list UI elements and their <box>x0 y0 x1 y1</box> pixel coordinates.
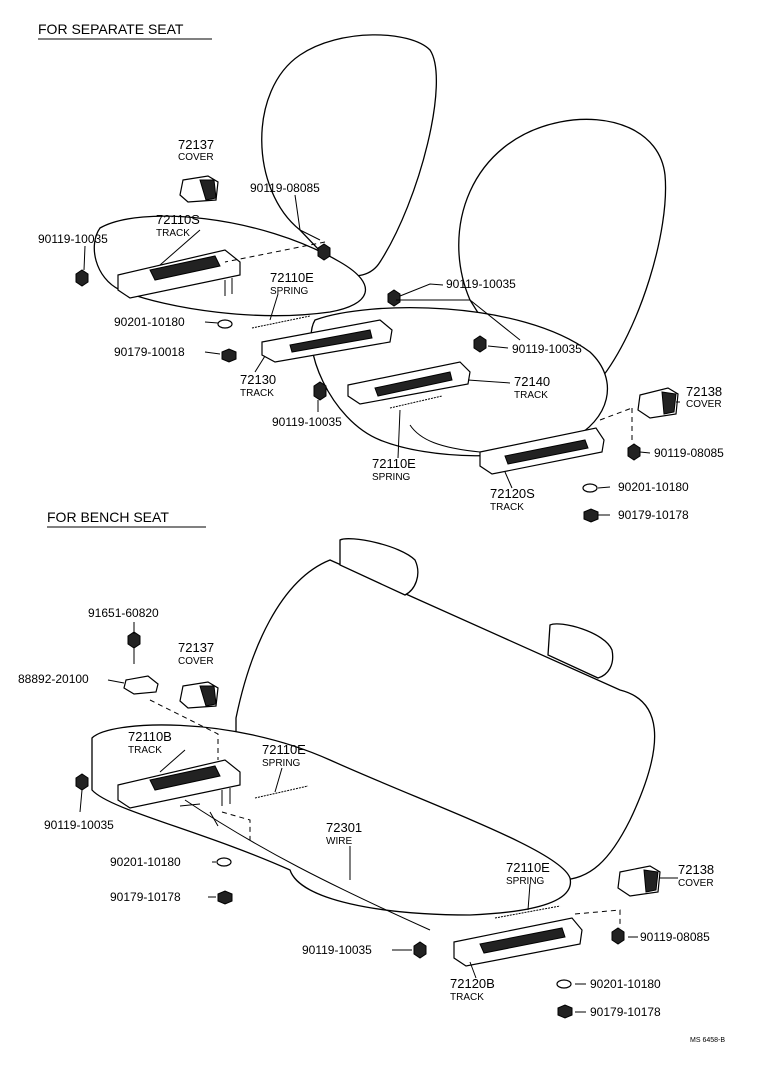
label-spring-72110e-b: 72110E SPRING <box>372 456 416 483</box>
part-name: COVER <box>686 399 722 410</box>
label-track-72120b: 72120B TRACK <box>450 976 495 1003</box>
part-name: SPRING <box>506 876 545 887</box>
part-number: 72110E <box>506 860 550 875</box>
bracket-20100-shape <box>123 675 159 695</box>
part-number: 72138 <box>678 862 714 877</box>
label-track-72130: 72130 TRACK <box>240 372 276 399</box>
part-name: WIRE <box>326 836 352 847</box>
part-name: TRACK <box>128 745 162 756</box>
part-name: SPRING <box>372 472 411 483</box>
part-number: 72110E <box>372 456 416 471</box>
part-number: 72137 <box>178 640 214 655</box>
spring-72110e-c-shape <box>254 785 309 799</box>
part-name: COVER <box>178 656 214 667</box>
part-number: 72110E <box>262 742 306 757</box>
label-nut-10178-a: 90179-10178 <box>618 508 689 522</box>
part-name: TRACK <box>450 992 484 1003</box>
part-name: SPRING <box>270 286 309 297</box>
label-bolt-10035-d: 90119-10035 <box>272 415 342 429</box>
bench-fasteners <box>75 631 625 1019</box>
label-nut-10178-b: 90179-10178 <box>110 890 181 904</box>
part-name: TRACK <box>156 228 190 239</box>
bench-leaders <box>79 622 678 1013</box>
part-name: COVER <box>178 152 214 163</box>
part-number: 72110B <box>128 729 172 744</box>
label-cover-72137-bench: 72137 COVER <box>178 640 214 667</box>
track-72120b-shape <box>453 917 583 967</box>
label-track-72110s: 72110S TRACK <box>156 212 200 239</box>
label-cover-72137-sep: 72137 COVER <box>178 137 214 163</box>
track-72130-shape <box>261 319 393 363</box>
label-spring-72110e-c: 72110E SPRING <box>262 742 306 769</box>
label-bolt-10035-b: 90119-10035 <box>446 277 516 291</box>
part-number: 72110S <box>156 212 200 227</box>
part-number: 72301 <box>326 820 362 835</box>
label-nut-10178-c: 90179-10178 <box>590 1005 661 1019</box>
cover-72137-bench-shape <box>179 681 219 709</box>
part-number: 72140 <box>514 374 550 389</box>
part-name: TRACK <box>514 390 548 401</box>
label-track-72110b: 72110B TRACK <box>128 729 172 756</box>
label-washer-10180-a: 90201-10180 <box>114 315 185 329</box>
bench-seat-title: FOR BENCH SEAT <box>47 509 169 525</box>
spring-72110e-a-shape <box>251 315 311 329</box>
part-name: COVER <box>678 878 714 889</box>
label-bolt-10035-e: 90119-10035 <box>44 818 114 832</box>
part-name: TRACK <box>490 502 524 513</box>
part-number: 72130 <box>240 372 276 387</box>
spring-72110e-d-shape <box>494 905 561 919</box>
label-bolt-10035-c: 90119-10035 <box>512 342 582 356</box>
label-washer-10180-d: 90201-10180 <box>590 977 661 991</box>
separate-fasteners <box>75 243 641 523</box>
label-washer-10180-b: 90201-10180 <box>618 480 689 494</box>
label-bolt-08085-c: 90119-08085 <box>640 930 710 944</box>
label-wire-72301: 72301 WIRE <box>326 820 362 847</box>
label-track-72120s: 72120S TRACK <box>490 486 535 513</box>
part-name: TRACK <box>240 388 274 399</box>
label-washer-10180-c: 90201-10180 <box>110 855 181 869</box>
part-number: 72137 <box>178 137 214 152</box>
label-cover-72138-bench: 72138 COVER <box>678 862 714 889</box>
track-72120s-shape <box>409 424 605 475</box>
separate-seat-title: FOR SEPARATE SEAT <box>38 21 184 37</box>
part-number: 72110E <box>270 270 314 285</box>
drawing-code: MS 6458-B <box>690 1037 725 1044</box>
track-72110s-shape <box>117 249 241 299</box>
label-bolt-60820: 91651-60820 <box>88 606 159 620</box>
label-bracket-20100: 88892-20100 <box>18 672 89 686</box>
cover-72138-bench-shape <box>617 865 661 897</box>
label-bolt-08085-b: 90119-08085 <box>654 446 724 460</box>
part-number: 72120B <box>450 976 495 991</box>
label-bolt-10035-a: 90119-10035 <box>38 232 108 246</box>
label-nut-10018: 90179-10018 <box>114 345 185 359</box>
track-72110b-shape <box>117 759 241 809</box>
label-cover-72138-sep: 72138 COVER <box>686 384 722 410</box>
part-number: 72120S <box>490 486 535 501</box>
label-track-72140: 72140 TRACK <box>514 374 550 401</box>
cover-72138-shape <box>637 387 679 419</box>
label-spring-72110e-d: 72110E SPRING <box>506 860 550 887</box>
wire-72301-shape <box>179 799 431 931</box>
part-number: 72138 <box>686 384 722 399</box>
label-bolt-08085-a: 90119-08085 <box>250 181 320 195</box>
part-name: SPRING <box>262 758 301 769</box>
track-72140-shape <box>347 361 471 405</box>
label-bolt-10035-f: 90119-10035 <box>302 943 372 957</box>
cover-72137-shape <box>179 175 219 203</box>
label-spring-72110e-a: 72110E SPRING <box>270 270 314 297</box>
separate-leaders <box>83 194 680 516</box>
